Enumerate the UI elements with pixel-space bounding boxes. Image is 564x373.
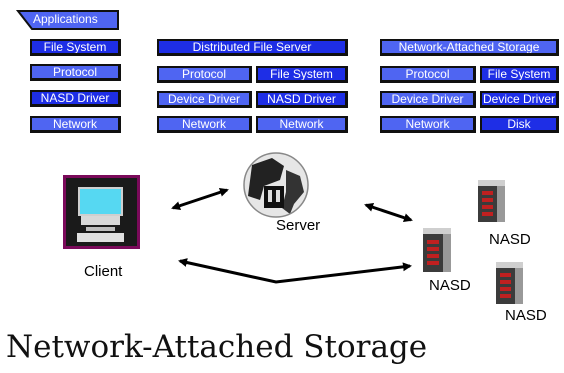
nas-file-system-box: File System [480, 66, 559, 83]
nas-network-box: Network [380, 116, 476, 133]
nas-disk-box: Disk [480, 116, 559, 133]
client-network-box: Network [30, 116, 121, 133]
nasd-label-2: NASD [429, 277, 471, 294]
server-globe-icon [243, 152, 309, 218]
dfs-nasd-driver-box: NASD Driver [256, 91, 348, 108]
nas-protocol-box: Protocol [380, 66, 476, 83]
client-server-arrow [171, 187, 229, 211]
computer-terminal-icon [63, 175, 140, 249]
server-label: Server [276, 217, 321, 234]
nasd-label-1: NASD [489, 231, 531, 248]
disk-stack-icon [478, 180, 505, 222]
applications-label: Applications [33, 12, 98, 26]
dfs-network-right-box: Network [256, 116, 348, 133]
client-nasd-arrow [178, 258, 412, 284]
client-protocol-box: Protocol [30, 64, 121, 81]
disk-stack-icon [423, 228, 451, 272]
dfs-header-box: Distributed File Server [157, 39, 348, 56]
nas-header-box: Network-Attached Storage [380, 39, 559, 56]
client-nasd-driver-box: NASD Driver [30, 90, 121, 107]
nas-device-driver-left-box: Device Driver [380, 91, 476, 108]
page-title: Network-Attached Storage [6, 329, 428, 365]
disk-stack-icon [496, 262, 523, 304]
nas-device-driver-right-box: Device Driver [480, 91, 559, 108]
dfs-file-system-box: File System [256, 66, 348, 83]
dfs-device-driver-box: Device Driver [157, 91, 252, 108]
client-file-system-box: File System [30, 39, 121, 56]
dfs-protocol-box: Protocol [157, 66, 252, 83]
dfs-network-left-box: Network [157, 116, 252, 133]
server-nasd-arrow [364, 202, 413, 223]
nasd-label-3: NASD [505, 307, 547, 324]
client-label: Client [84, 263, 123, 280]
